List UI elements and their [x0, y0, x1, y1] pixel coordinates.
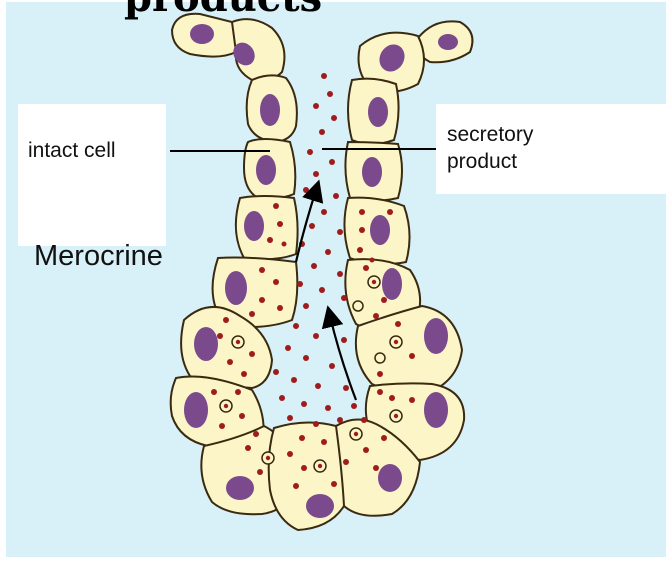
intact-cell-label: intact cell [28, 139, 116, 163]
nucleus [370, 215, 390, 245]
nucleus [424, 392, 448, 428]
nucleus [306, 494, 334, 518]
secretory-product-line-1: secretory [447, 121, 533, 148]
nucleus [194, 327, 218, 361]
nucleus [226, 476, 254, 500]
vesicle [353, 301, 363, 311]
nucleus [184, 392, 208, 428]
nucleus [438, 34, 458, 50]
vesicle [375, 353, 385, 363]
diagram-title: products [124, 0, 322, 18]
right-epithelial-wall [269, 21, 473, 530]
flow-arrow [330, 316, 356, 400]
nucleus [382, 268, 402, 300]
nucleus [424, 318, 448, 354]
nucleus [225, 271, 247, 305]
nucleus [190, 24, 214, 44]
secretory-product-line-2: product [447, 148, 533, 175]
nucleus [368, 97, 388, 127]
merocrine-label: Merocrine [34, 240, 163, 273]
secretory-product-label: secretory product [447, 121, 533, 175]
nucleus [260, 94, 280, 126]
nucleus [256, 155, 276, 185]
nucleus [362, 157, 382, 187]
nucleus [244, 211, 264, 241]
epithelial-cell [269, 422, 344, 530]
nucleus [378, 464, 402, 492]
